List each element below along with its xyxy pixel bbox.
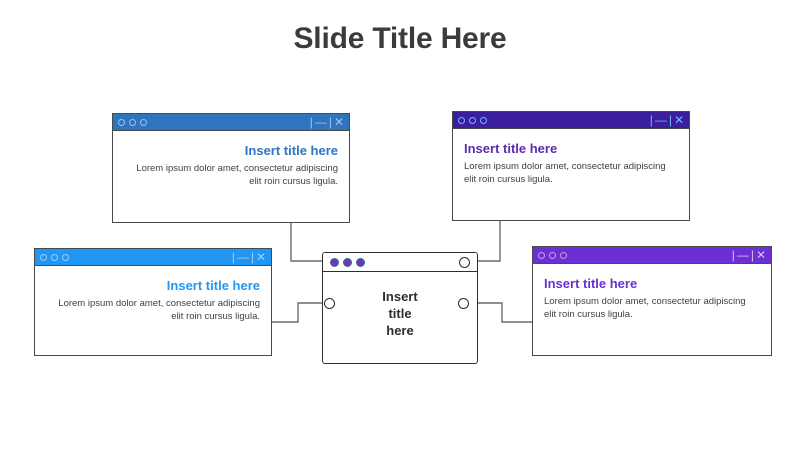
connector-port-right[interactable] — [458, 298, 469, 309]
window-controls[interactable]: | — | ✕ — [232, 251, 266, 263]
window-dot-icon — [343, 257, 352, 267]
window-dot-icon — [480, 116, 487, 124]
window-dot-icon — [549, 251, 556, 259]
divider-icon: | — [250, 250, 254, 264]
window-dots — [40, 253, 69, 261]
minimize-icon[interactable]: — — [314, 115, 327, 129]
minimize-icon[interactable]: — — [236, 250, 249, 264]
titlebar-bottom-left: | — | ✕ — [35, 249, 271, 266]
minimize-icon[interactable]: — — [654, 113, 667, 127]
window-dot-icon — [40, 253, 47, 261]
connector-port-titlebar-right[interactable] — [459, 256, 470, 268]
card-top-right[interactable]: | — | ✕ Insert title here Lorem ipsum do… — [452, 111, 690, 221]
titlebar-top-right: | — | ✕ — [453, 112, 689, 129]
center-label-line3: here — [386, 322, 414, 338]
divider-icon: | — [328, 115, 332, 129]
card-bottom-right[interactable]: | — | ✕ Insert title here Lorem ipsum do… — [532, 246, 772, 356]
close-icon[interactable]: ✕ — [255, 250, 266, 264]
center-label-line1: Insert — [382, 289, 418, 305]
card-text: Lorem ipsum dolor amet, consectetur adip… — [136, 163, 338, 188]
card-bottom-left[interactable]: | — | ✕ Insert title here Lorem ipsum do… — [34, 248, 272, 356]
window-dot-icon — [458, 116, 465, 124]
close-icon[interactable]: ✕ — [333, 115, 344, 129]
center-node-body: Insert title here — [323, 272, 477, 363]
connector-top-left — [290, 223, 324, 262]
page-title: Slide Title Here — [293, 22, 507, 55]
window-controls[interactable]: | — | ✕ — [650, 114, 684, 126]
divider-icon: | — [750, 248, 754, 262]
connector-bottom-left — [272, 302, 326, 323]
center-node[interactable]: Insert title here — [322, 252, 478, 364]
window-controls[interactable]: | — | ✕ — [732, 249, 766, 261]
window-dot-icon — [330, 257, 339, 267]
window-dot-icon — [118, 118, 125, 126]
card-top-left[interactable]: | — | ✕ Insert title here Lorem ipsum do… — [112, 113, 350, 223]
window-dots — [118, 118, 147, 126]
card-body: Insert title here Lorem ipsum dolor amet… — [453, 129, 689, 220]
card-text: Lorem ipsum dolor amet, consectetur adip… — [544, 296, 746, 321]
window-dot-icon — [560, 251, 567, 259]
window-dot-icon — [538, 251, 545, 259]
card-body: Insert title here Lorem ipsum dolor amet… — [533, 264, 771, 355]
window-dot-icon — [469, 116, 476, 124]
card-title: Insert title here — [544, 276, 638, 291]
divider-icon: | — [731, 248, 735, 262]
card-title: Insert title here — [244, 143, 338, 158]
center-label-line2: title — [388, 306, 412, 322]
window-dot-icon — [62, 253, 69, 261]
center-node-label: Insert title here — [382, 289, 417, 340]
window-dots — [330, 257, 365, 267]
close-icon[interactable]: ✕ — [673, 113, 684, 127]
titlebar-bottom-right: | — | ✕ — [533, 247, 771, 264]
minimize-icon[interactable]: — — [736, 248, 749, 262]
window-dot-icon — [129, 118, 136, 126]
connector-top-right — [470, 221, 501, 262]
card-text: Lorem ipsum dolor amet, consectetur adip… — [464, 161, 666, 186]
divider-icon: | — [668, 113, 672, 127]
divider-icon: | — [231, 250, 235, 264]
divider-icon: | — [309, 115, 313, 129]
connector-bottom-right — [466, 302, 532, 323]
card-text: Lorem ipsum dolor amet, consectetur adip… — [58, 298, 260, 323]
titlebar-top-left: | — | ✕ — [113, 114, 349, 131]
card-body: Insert title here Lorem ipsum dolor amet… — [35, 266, 271, 355]
window-dots — [458, 116, 487, 124]
card-title: Insert title here — [166, 278, 260, 293]
window-dot-icon — [51, 253, 58, 261]
card-title: Insert title here — [464, 141, 558, 156]
card-body: Insert title here Lorem ipsum dolor amet… — [113, 131, 349, 222]
close-icon[interactable]: ✕ — [755, 248, 766, 262]
window-dots — [538, 251, 567, 259]
connector-port-left[interactable] — [324, 298, 335, 309]
center-node-titlebar — [323, 253, 477, 272]
divider-icon: | — [649, 113, 653, 127]
window-dot-icon — [140, 118, 147, 126]
window-controls[interactable]: | — | ✕ — [310, 116, 344, 128]
window-dot-icon — [356, 257, 365, 267]
